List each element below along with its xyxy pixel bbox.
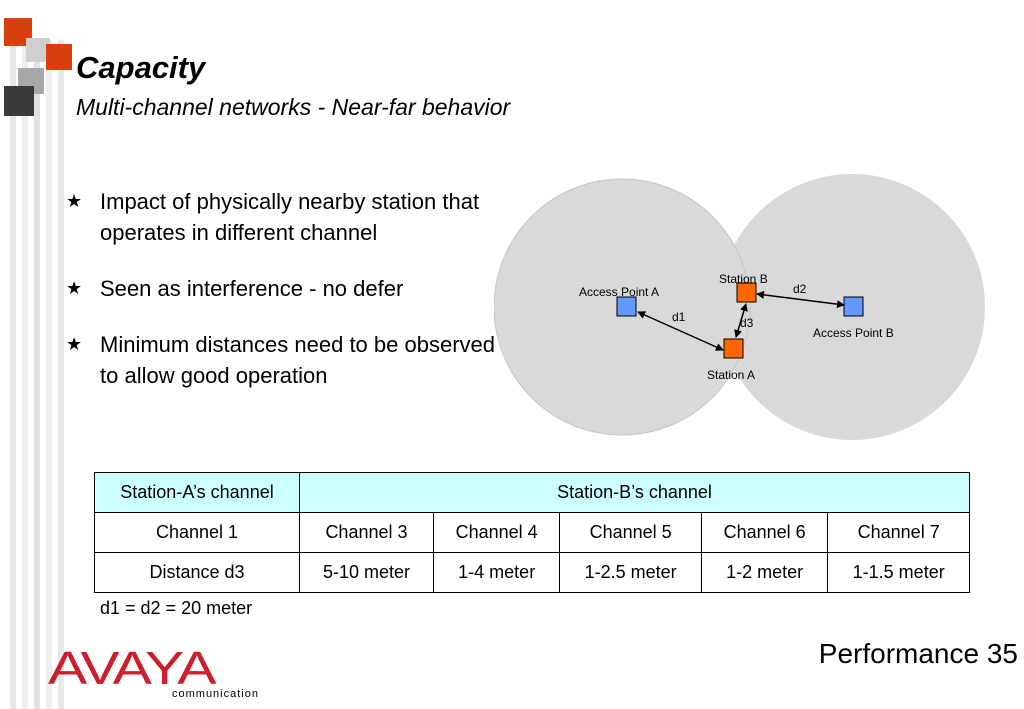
header-station-b: Station-B’s channel (299, 472, 970, 513)
table-cell: Channel 5 (559, 512, 702, 553)
station-a-label: Station A (707, 368, 755, 382)
bullet-text: Impact of physically nearby station that… (100, 189, 480, 245)
table-cell: Channel 1 (94, 512, 300, 553)
table-cell: Channel 4 (432, 512, 561, 553)
star-icon: ★ (66, 278, 83, 298)
station-a-icon (723, 338, 744, 359)
bullet-item: ★ Minimum distances need to be observed … (66, 329, 506, 391)
station-b-icon (736, 282, 757, 303)
d3-label: d3 (740, 316, 754, 330)
station-b-label: Station B (719, 272, 768, 286)
slide-subtitle: Multi-channel networks - Near-far behavi… (76, 94, 511, 120)
table-cell: Channel 6 (700, 512, 829, 553)
d3-link (734, 303, 748, 338)
header-station-a: Station-A’s channel (94, 472, 300, 513)
network-diagram: Access Point A Access Point B Station B … (494, 174, 985, 440)
slide-title: Capacity (76, 50, 206, 85)
channel-distance-table: Station-A’s channel Station-B’s channel … (94, 472, 970, 593)
table-cell: Channel 3 (299, 512, 434, 553)
table-cell: 1-2.5 meter (559, 552, 702, 593)
table-cell: Channel 7 (827, 512, 970, 553)
table-cell: 5-10 meter (299, 552, 434, 593)
bullet-text: Seen as interference - no defer (100, 276, 404, 301)
avaya-logo: AVAYA communication (48, 646, 259, 700)
bullet-list: ★ Impact of physically nearby station th… (66, 186, 506, 416)
star-icon: ★ (66, 334, 83, 354)
table-row: Distance d3 5-10 meter 1-4 meter 1-2.5 m… (94, 552, 970, 593)
bullet-item: ★ Impact of physically nearby station th… (66, 186, 506, 248)
table-cell: 1-1.5 meter (827, 552, 970, 593)
table-cell: 1-2 meter (700, 552, 829, 593)
access-point-a-label: Access Point A (579, 285, 659, 299)
table-row: Channel 1 Channel 3 Channel 4 Channel 5 … (94, 512, 970, 553)
logo-wordmark: AVAYA (48, 646, 217, 694)
d1-link (637, 311, 724, 351)
access-point-b-label: Access Point B (813, 326, 894, 340)
logo-tagline: communication (172, 688, 259, 700)
table-cell: 1-4 meter (432, 552, 561, 593)
table-cell: Distance d3 (94, 552, 300, 593)
access-point-a-icon (616, 296, 637, 317)
d1-label: d1 (672, 310, 686, 324)
d2-label: d2 (793, 282, 807, 296)
bullet-text: Minimum distances need to be observed to… (100, 332, 495, 388)
d2-link (756, 290, 845, 309)
page-footer: Performance 35 (818, 638, 1018, 669)
bullet-item: ★ Seen as interference - no defer (66, 273, 506, 304)
coverage-overlap (494, 178, 751, 436)
table-header-row: Station-A’s channel Station-B’s channel (94, 472, 970, 513)
distance-note: d1 = d2 = 20 meter (100, 598, 253, 618)
star-icon: ★ (66, 191, 83, 211)
access-point-b-icon (843, 296, 864, 317)
